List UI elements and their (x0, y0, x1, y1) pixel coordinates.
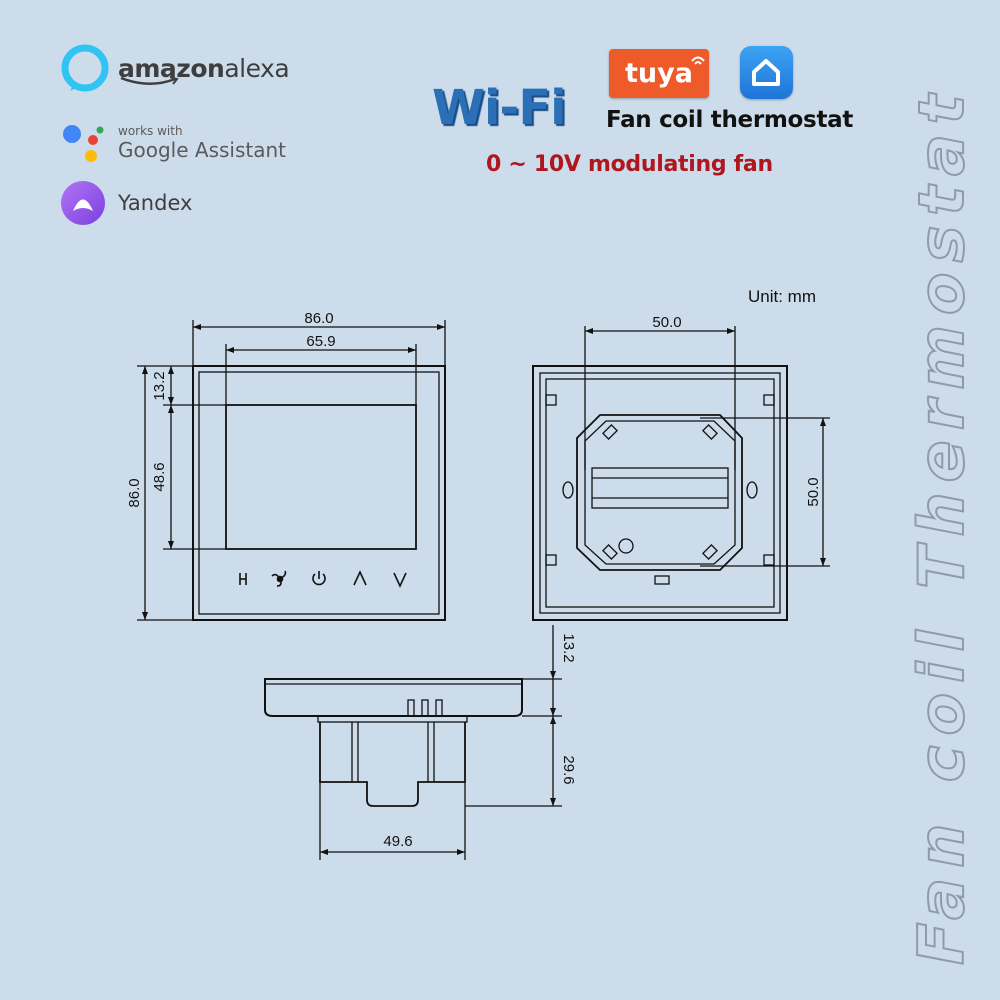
watermark-text: Fan coil Thermostat (904, 83, 979, 966)
tuya-logo: tuya (609, 49, 709, 98)
yandex-alice-icon (61, 181, 105, 225)
google-dots-icon (63, 125, 104, 162)
tuya-wifi-mark (691, 56, 705, 65)
yandex-label: Yandex (118, 191, 193, 215)
tuya-label: tuya (625, 58, 693, 89)
dim-back-width: 50.0 (652, 314, 681, 331)
mode-icon (239, 573, 247, 585)
google-assistant-label: Google Assistant (118, 137, 286, 162)
product-subtitle: Fan coil thermostat (606, 107, 854, 133)
dim-front-width: 86.0 (304, 310, 333, 327)
smart-home-app-logo (740, 46, 793, 99)
fan-icon (271, 570, 287, 587)
google-works-with: works with (118, 123, 183, 138)
front-view (137, 320, 446, 621)
dim-screen-width: 65.9 (306, 333, 335, 350)
smart-home-icon (752, 59, 780, 86)
dim-side-thickness: 13.2 (560, 633, 577, 662)
dim-back-height: 50.0 (805, 477, 822, 506)
dim-top-margin: 13.2 (151, 371, 168, 400)
dim-side-body-width: 49.6 (383, 833, 412, 850)
alexa-ring-icon (61, 44, 109, 92)
dim-front-height: 86.0 (126, 478, 143, 507)
google-assistant-badge: works with Google Assistant (60, 120, 286, 166)
modulating-fan-label: 0 ~ 10V modulating fan (486, 152, 773, 177)
front-touch-icons (239, 570, 407, 588)
down-arrow-icon (393, 572, 407, 588)
dim-screen-height: 48.6 (151, 462, 168, 491)
side-view (264, 625, 562, 860)
dimension-arrows (142, 324, 826, 855)
power-icon (312, 571, 326, 586)
unit-label: Unit: mm (748, 287, 816, 306)
alexa-word-alexa: alexa (224, 53, 290, 83)
up-arrow-icon (353, 570, 367, 586)
amazon-smile-icon (120, 76, 179, 85)
yandex-badge: Yandex (60, 180, 192, 226)
dim-side-depth: 29.6 (560, 755, 577, 784)
wifi-title: Wi-Fi (432, 80, 567, 136)
back-view (532, 326, 830, 621)
